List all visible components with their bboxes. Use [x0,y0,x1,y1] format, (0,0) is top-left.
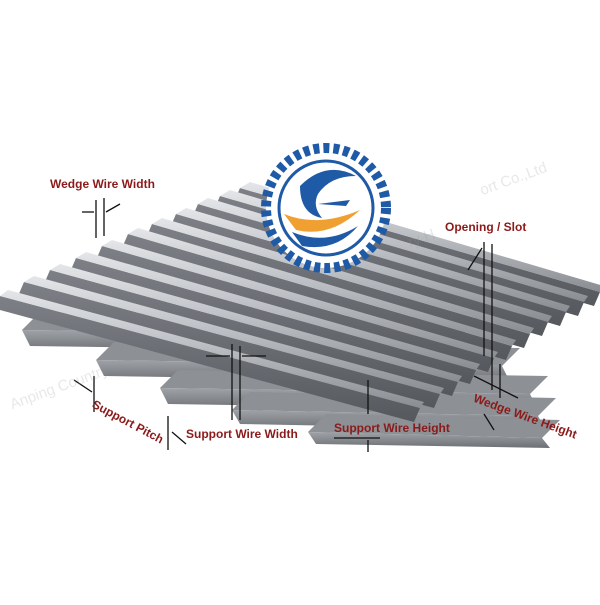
support-wire-width-marker [206,344,266,420]
wedge-wire [0,290,424,422]
dimension-lines [73,198,519,452]
company-logo [261,143,391,273]
support-pitch-marker [73,376,187,450]
support-wire-height-label: Support Wire Height [334,421,450,435]
wedge-wire-width-marker [82,198,121,238]
wedge-wire-width-label: Wedge Wire Width [50,177,155,191]
opening-slot-marker [467,242,493,390]
wedge-wire [18,276,444,408]
opening-slot-label: Opening / Slot [445,220,527,234]
support-wire-height-marker [334,380,380,452]
wedge-wire-height-marker [473,364,519,431]
support-wire-width-label: Support Wire Width [186,427,298,441]
